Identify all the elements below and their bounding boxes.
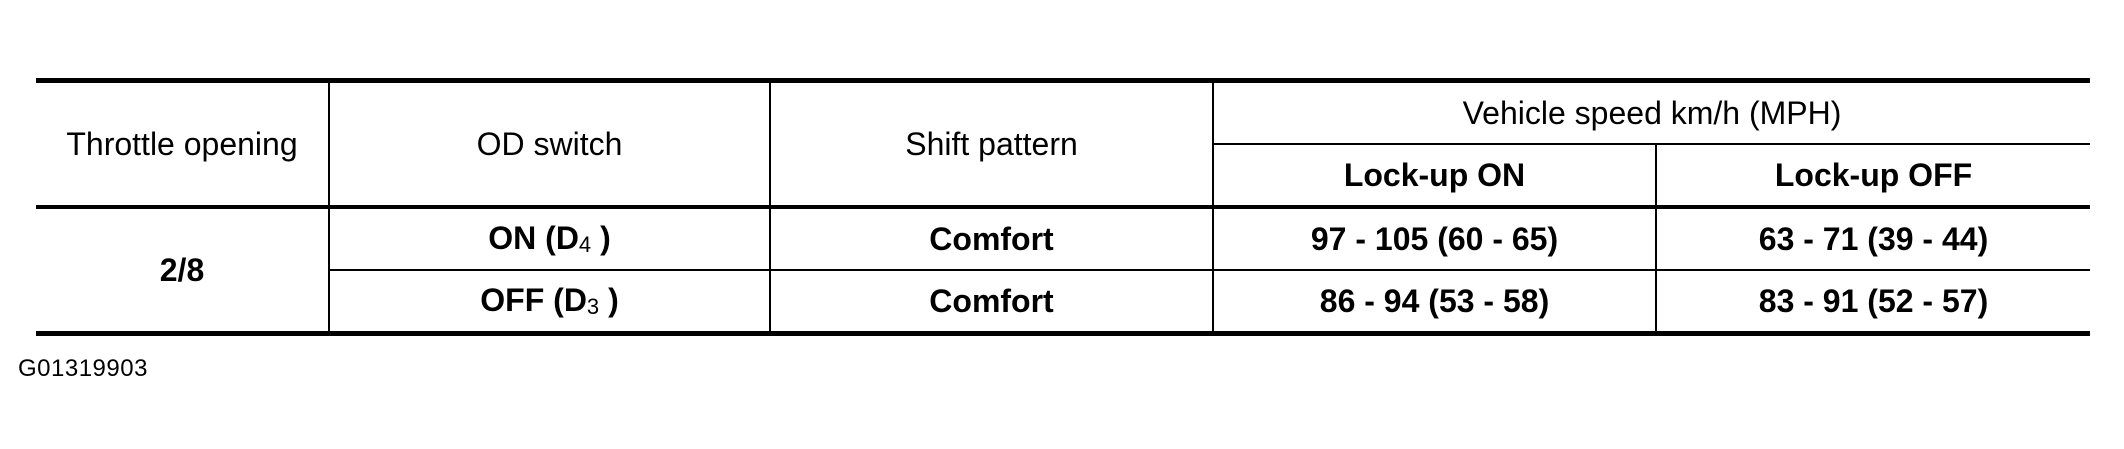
od-switch-label: OFF (D [480,282,587,318]
table-row: OFF (D3 ) Comfort 86 - 94 (53 - 58) 83 -… [36,269,2090,334]
od-switch-cell: OFF (D3 ) [329,269,771,334]
shift-pattern-cell: Comfort [769,269,1214,334]
od-switch-label: ON (D [488,220,579,256]
header-shift-pattern: Shift pattern [769,80,1214,209]
lockup-off-cell: 83 - 91 (52 - 57) [1655,269,2090,334]
throttle-opening-value: 2/8 [36,206,330,335]
od-switch-cell: ON (D4 ) [328,206,771,271]
header-lockup-on: Lock-up ON [1213,143,1657,209]
figure-id: G01319903 [18,355,148,382]
header-throttle-opening: Throttle opening [36,80,330,209]
shift-speed-table: Throttle opening OD switch Shift pattern… [36,78,2090,336]
lockup-on-cell: 97 - 105 (60 - 65) [1212,206,1657,271]
shift-pattern-cell: Comfort [769,206,1214,271]
lockup-off-cell: 63 - 71 (39 - 44) [1655,206,2090,271]
lockup-on-cell: 86 - 94 (53 - 58) [1212,269,1657,334]
header-lockup-off: Lock-up OFF [1655,143,2090,209]
header-od-switch: OD switch [328,80,771,209]
od-switch-close: ) [599,282,619,318]
table-row: 2/8 ON (D4 ) Comfort 97 - 105 (60 - 65) … [36,206,2090,335]
header-vehicle-speed: Vehicle speed km/h (MPH) [1212,80,2090,145]
od-switch-close: ) [591,220,611,256]
od-switch-gear-subscript: 3 [586,294,600,319]
od-switch-gear-subscript: 4 [578,232,592,257]
